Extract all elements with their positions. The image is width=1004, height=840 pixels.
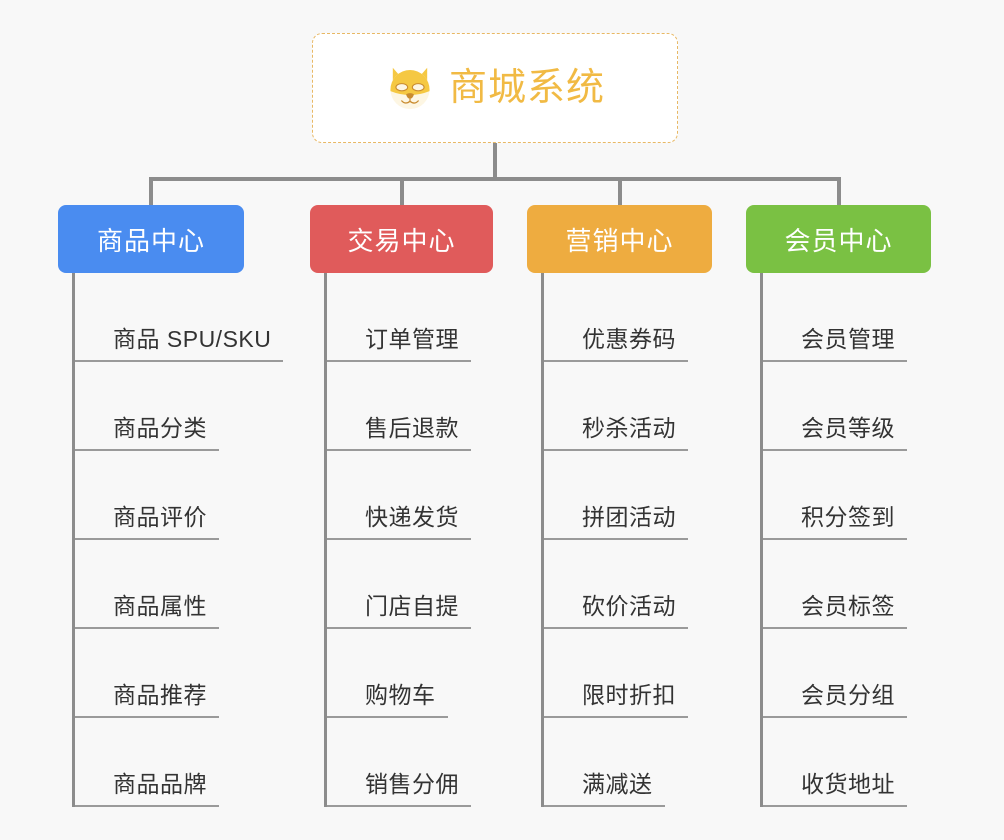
leaf-item[interactable]: 销售分佣	[327, 718, 493, 807]
leaf-label: 商品推荐	[113, 681, 207, 708]
leaf-item[interactable]: 限时折扣	[544, 629, 712, 718]
connector-drop-4	[837, 177, 841, 207]
leaf-item[interactable]: 快递发货	[327, 451, 493, 540]
leaf-item[interactable]: 商品品牌	[75, 718, 283, 807]
leaf-label: 秒杀活动	[582, 414, 676, 441]
leaf-item[interactable]: 会员标签	[763, 540, 931, 629]
branch-column-2: 交易中心 订单管理 售后退款 快递发货 门店自提 购物车 销售分佣	[310, 205, 493, 807]
leaf-label: 门店自提	[365, 592, 459, 619]
connector-drop-3	[618, 177, 622, 207]
connector-horizontal-bus	[149, 177, 841, 181]
leaf-label: 拼团活动	[582, 503, 676, 530]
leaf-label: 售后退款	[365, 414, 459, 441]
branch-header-label-1: 商品中心	[96, 225, 205, 256]
leaf-label: 商品属性	[113, 592, 207, 619]
branch-column-1: 商品中心 商品 SPU/SKU 商品分类 商品评价 商品属性 商品推荐 商品品牌	[58, 205, 284, 807]
leaf-item[interactable]: 会员等级	[763, 362, 931, 451]
branch-header-3[interactable]: 营销中心	[527, 205, 712, 273]
leaf-label: 收货地址	[801, 770, 895, 797]
connector-root-stem	[493, 143, 497, 180]
leaf-item[interactable]: 商品属性	[75, 540, 283, 629]
leaf-item[interactable]: 商品推荐	[75, 629, 283, 718]
leaf-label: 销售分佣	[365, 770, 459, 797]
leaf-label: 满减送	[582, 770, 653, 797]
leaf-list-1: 商品 SPU/SKU 商品分类 商品评价 商品属性 商品推荐 商品品牌	[72, 273, 284, 807]
dog-face-icon	[390, 67, 430, 110]
leaf-list-3: 优惠券码 秒杀活动 拼团活动 砍价活动 限时折扣 满减送	[541, 273, 712, 807]
branch-column-4: 会员中心 会员管理 会员等级 积分签到 会员标签 会员分组 收货地址	[746, 205, 931, 807]
leaf-label: 会员等级	[801, 414, 895, 441]
leaf-label: 会员标签	[801, 592, 895, 619]
branch-header-1[interactable]: 商品中心	[58, 205, 244, 273]
leaf-item[interactable]: 优惠券码	[544, 273, 712, 362]
leaf-item[interactable]: 售后退款	[327, 362, 493, 451]
branch-header-label-4: 会员中心	[784, 225, 893, 256]
connector-drop-1	[149, 177, 153, 207]
connector-drop-2	[400, 177, 404, 207]
branch-header-2[interactable]: 交易中心	[310, 205, 493, 273]
leaf-item[interactable]: 购物车	[327, 629, 493, 718]
root-node[interactable]: 商城系统	[312, 33, 678, 143]
leaf-list-4: 会员管理 会员等级 积分签到 会员标签 会员分组 收货地址	[760, 273, 931, 807]
leaf-label: 会员分组	[801, 681, 895, 708]
leaf-list-2: 订单管理 售后退款 快递发货 门店自提 购物车 销售分佣	[324, 273, 493, 807]
leaf-label: 商品品牌	[113, 770, 207, 797]
leaf-label: 订单管理	[365, 325, 459, 352]
leaf-label: 优惠券码	[582, 325, 676, 352]
leaf-label: 限时折扣	[582, 681, 676, 708]
leaf-label: 商品 SPU/SKU	[113, 325, 272, 352]
leaf-label: 快递发货	[365, 503, 459, 530]
leaf-item[interactable]: 会员管理	[763, 273, 931, 362]
leaf-item[interactable]: 订单管理	[327, 273, 493, 362]
leaf-label: 砍价活动	[582, 592, 676, 619]
leaf-item[interactable]: 商品评价	[75, 451, 283, 540]
leaf-item[interactable]: 秒杀活动	[544, 362, 712, 451]
leaf-label: 商品分类	[113, 414, 207, 441]
leaf-label: 购物车	[365, 681, 436, 708]
leaf-item[interactable]: 满减送	[544, 718, 712, 807]
leaf-item[interactable]: 积分签到	[763, 451, 931, 540]
leaf-item[interactable]: 门店自提	[327, 540, 493, 629]
leaf-item[interactable]: 拼团活动	[544, 451, 712, 540]
leaf-label: 积分签到	[801, 503, 895, 530]
leaf-item[interactable]: 商品 SPU/SKU	[75, 273, 284, 362]
branch-header-4[interactable]: 会员中心	[746, 205, 931, 273]
leaf-item[interactable]: 商品分类	[75, 362, 283, 451]
leaf-item[interactable]: 会员分组	[763, 629, 931, 718]
leaf-label: 会员管理	[801, 325, 895, 352]
branch-header-label-3: 营销中心	[565, 225, 674, 256]
root-title: 商城系统	[448, 67, 605, 109]
leaf-label: 商品评价	[113, 503, 207, 530]
leaf-item[interactable]: 砍价活动	[544, 540, 712, 629]
leaf-item[interactable]: 收货地址	[763, 718, 931, 807]
branch-column-3: 营销中心 优惠券码 秒杀活动 拼团活动 砍价活动 限时折扣 满减送	[527, 205, 712, 807]
branch-header-label-2: 交易中心	[347, 225, 456, 256]
